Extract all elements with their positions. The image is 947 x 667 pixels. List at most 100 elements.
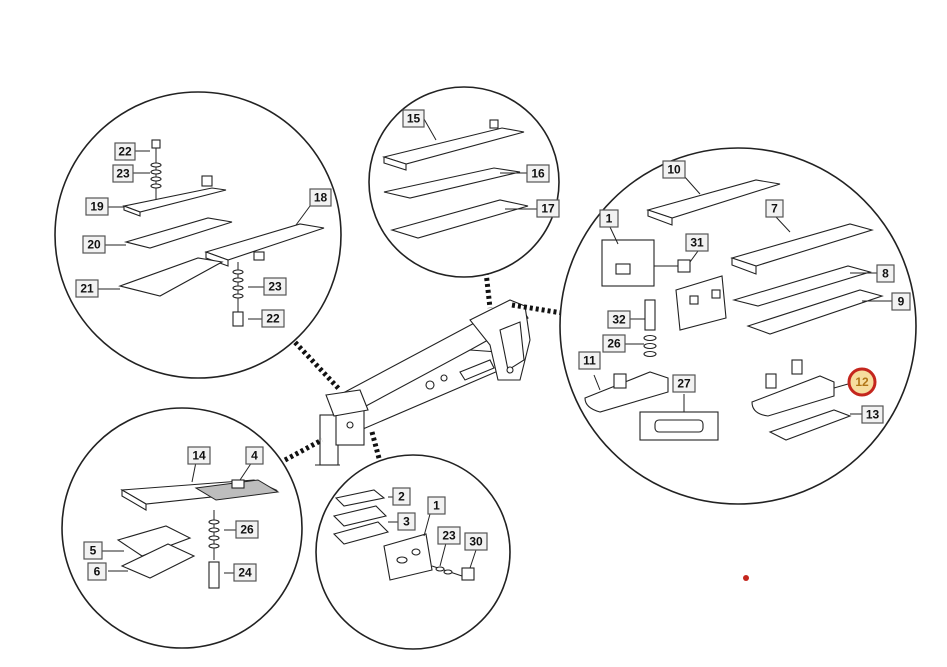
callout-16: 16 [526, 164, 550, 183]
svg-text:9: 9 [898, 295, 905, 309]
callout-23-bottom: 23 [263, 277, 287, 296]
shim-5 [116, 525, 192, 557]
callout-10: 10 [662, 160, 686, 179]
callout-4: 4 [245, 446, 264, 465]
callout-20: 20 [82, 235, 106, 254]
callout-5: 5 [83, 541, 103, 560]
svg-text:12: 12 [855, 375, 869, 389]
svg-text:23: 23 [442, 529, 456, 543]
side-block-1 [601, 239, 655, 287]
svg-text:7: 7 [771, 202, 778, 216]
shim-17 [390, 199, 529, 239]
callout-3: 3 [397, 512, 416, 531]
svg-text:17: 17 [541, 202, 555, 216]
svg-text:23: 23 [116, 167, 130, 181]
red-dot-marker [743, 575, 749, 581]
callout-8: 8 [876, 264, 895, 283]
callout-17: 17 [536, 199, 560, 218]
callout-22-top: 22 [114, 142, 136, 161]
callout-13: 13 [861, 405, 884, 424]
callout-31: 31 [685, 233, 709, 252]
callout-18: 18 [309, 188, 332, 207]
svg-text:1: 1 [433, 499, 440, 513]
callout-7: 7 [765, 199, 784, 218]
svg-text:6: 6 [94, 565, 101, 579]
svg-text:11: 11 [583, 354, 596, 368]
shim-8 [731, 265, 872, 307]
highlight-callout-12: 12 [833, 367, 877, 397]
svg-text:31: 31 [690, 236, 704, 250]
bolt-22-lower [232, 311, 244, 327]
shim-6 [120, 543, 196, 579]
svg-text:19: 19 [90, 200, 104, 214]
callout-9: 9 [891, 292, 911, 311]
svg-text:20: 20 [87, 238, 101, 252]
svg-text:23: 23 [268, 280, 282, 294]
shim-9 [746, 289, 884, 335]
detail-circle-bottom-center [315, 454, 511, 650]
machine-arm-illustration [315, 299, 531, 466]
detail-circle-bottom-left [61, 407, 303, 649]
svg-text:15: 15 [407, 112, 421, 126]
block-11 [584, 371, 669, 413]
callout-22-bottom: 22 [261, 309, 285, 328]
callout-14: 14 [187, 446, 211, 465]
svg-text:32: 32 [612, 313, 626, 327]
callout-26-left: 26 [235, 520, 259, 539]
callout-2: 2 [392, 487, 411, 506]
callout-1-bottom: 1 [427, 496, 446, 515]
svg-text:14: 14 [192, 449, 206, 463]
svg-text:2: 2 [398, 490, 405, 504]
callout-labels: 22 23 19 18 20 21 23 22 15 16 17 10 1 31… [75, 109, 911, 582]
detail-circle-right [559, 147, 917, 505]
shim-3a [332, 505, 388, 527]
bolt-head-22 [151, 139, 161, 149]
svg-text:1: 1 [606, 212, 613, 226]
svg-text:18: 18 [314, 191, 328, 205]
callout-24: 24 [233, 563, 257, 582]
svg-text:13: 13 [866, 408, 880, 422]
bolt-24 [208, 561, 220, 589]
svg-text:22: 22 [266, 312, 280, 326]
detail-circle-top-left [54, 91, 342, 379]
side-block-1b [383, 533, 433, 581]
svg-text:26: 26 [240, 523, 254, 537]
svg-text:27: 27 [677, 377, 691, 391]
callout-19: 19 [85, 197, 109, 216]
detail-connectors [283, 271, 563, 463]
svg-text:5: 5 [90, 544, 97, 558]
callout-30: 30 [464, 532, 488, 551]
svg-text:22: 22 [118, 145, 132, 159]
bolt-32 [644, 299, 656, 331]
callout-6: 6 [87, 562, 107, 581]
svg-text:30: 30 [469, 535, 483, 549]
svg-text:16: 16 [531, 167, 545, 181]
svg-text:8: 8 [882, 267, 889, 281]
svg-text:3: 3 [403, 515, 410, 529]
bolt-30 [461, 567, 475, 581]
svg-text:21: 21 [80, 282, 94, 296]
callout-23-top: 23 [112, 164, 134, 183]
callout-32: 32 [607, 310, 631, 329]
shim-2 [334, 489, 386, 507]
callout-23-bottom-center: 23 [437, 526, 461, 545]
callout-26-right: 26 [602, 334, 626, 353]
callout-11: 11 [578, 351, 601, 370]
shim-3b [332, 521, 390, 545]
callout-21: 21 [75, 279, 99, 298]
shim-21 [118, 257, 224, 297]
svg-text:10: 10 [667, 163, 681, 177]
detail-circle-top-center [368, 86, 560, 278]
callout-15: 15 [402, 109, 425, 128]
svg-text:4: 4 [251, 449, 258, 463]
svg-text:26: 26 [607, 337, 621, 351]
shim-13 [768, 409, 852, 441]
block-12 [751, 375, 835, 417]
svg-text:24: 24 [238, 566, 252, 580]
callout-27: 27 [672, 374, 696, 393]
callout-1-right: 1 [599, 209, 619, 228]
bolt-31 [677, 259, 691, 273]
shim-20 [123, 217, 233, 249]
shim-16 [383, 167, 521, 199]
